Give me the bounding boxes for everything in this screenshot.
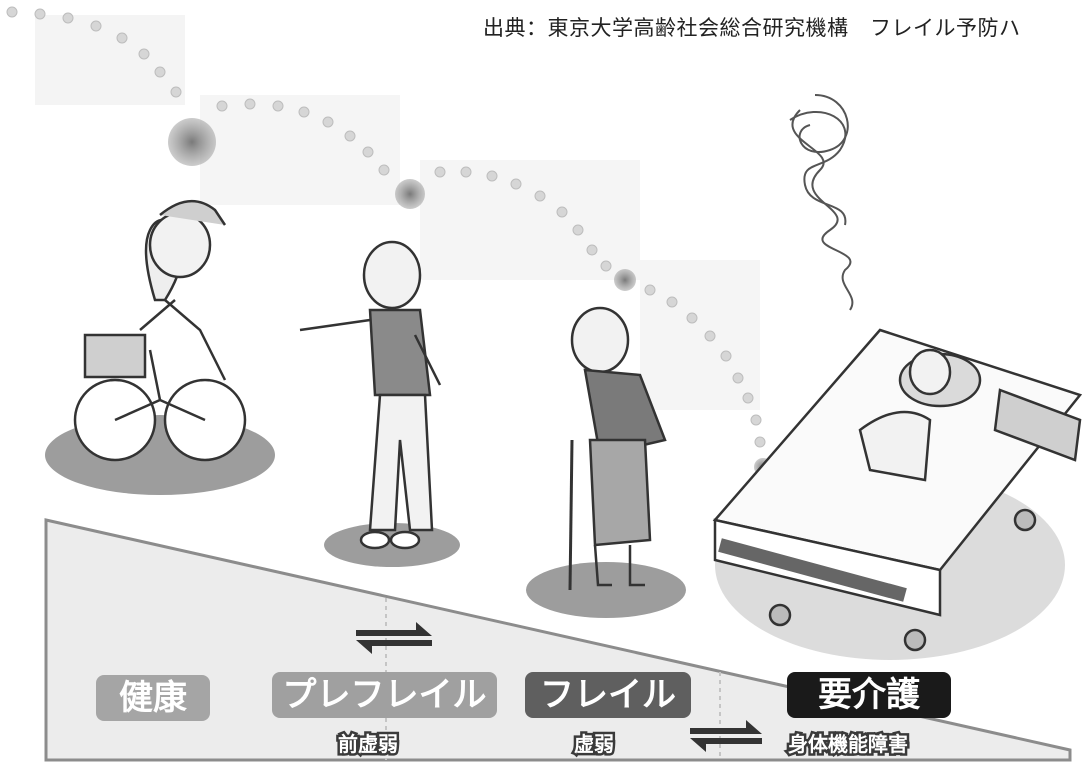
stage-badge-health: 健康 — [96, 675, 210, 721]
tangle-scribble — [789, 94, 854, 311]
reversible-arrows-icon — [356, 622, 432, 654]
balls — [168, 118, 772, 476]
stage-sub-care: 身体機能障害 — [786, 730, 911, 759]
bg-panel — [35, 15, 185, 105]
bg-panel — [420, 160, 640, 280]
stage-badge-frail: フレイル — [525, 672, 691, 718]
care-bed-figure — [712, 328, 1083, 652]
dot-trail — [6, 6, 766, 448]
reversible-arrows-icon — [690, 720, 762, 752]
cyclist-figure — [73, 199, 247, 462]
stage-badge-prefrail: プレフレイル — [272, 672, 497, 718]
bg-panel — [640, 260, 760, 410]
source-citation: 出典：東京大学高齢社会総合研究機構 フレイル予防ハ — [483, 16, 1021, 40]
frail-figure — [568, 306, 667, 591]
prefrail-figure — [299, 240, 442, 550]
stage-badge-care: 要介護 — [787, 672, 951, 718]
stage-sub-frail: 虚弱 — [572, 730, 617, 759]
stage-sub-prefrail: 前虚弱 — [336, 730, 401, 759]
